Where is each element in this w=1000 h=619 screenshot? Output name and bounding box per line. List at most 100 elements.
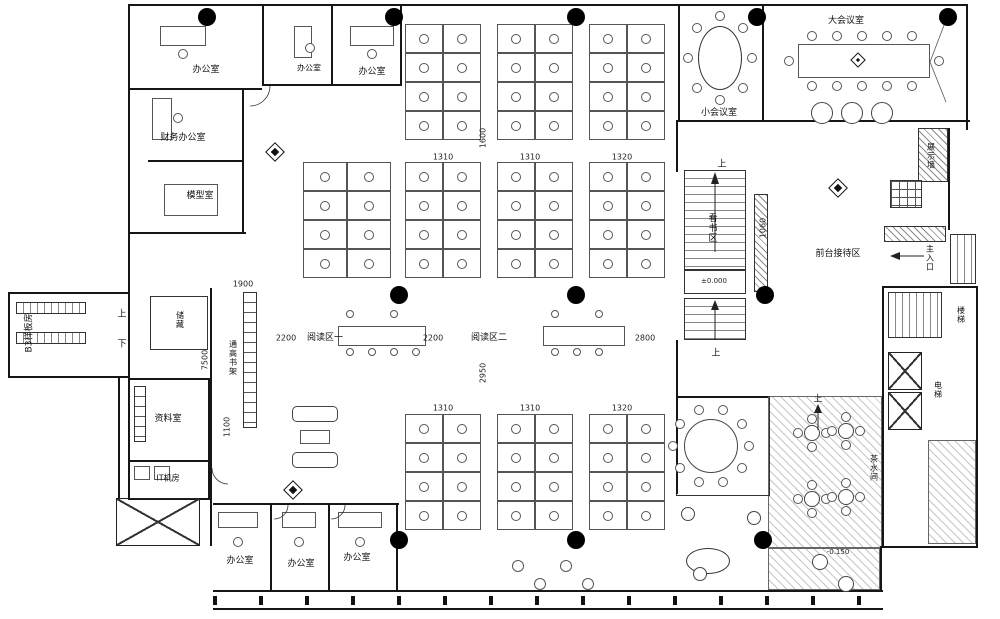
b3-escalator-1 bbox=[16, 302, 86, 314]
stool bbox=[390, 348, 398, 356]
stool bbox=[390, 310, 398, 318]
cafe-chair bbox=[841, 478, 851, 488]
office-chair bbox=[419, 229, 429, 240]
office-chair bbox=[641, 62, 651, 73]
meeting-chair bbox=[857, 81, 867, 91]
round-stool bbox=[841, 102, 863, 124]
office-chair bbox=[641, 258, 651, 269]
position-marker-dot bbox=[567, 531, 585, 549]
office-chair bbox=[355, 537, 365, 547]
office-chair bbox=[419, 171, 429, 182]
wall-tl-right bbox=[400, 4, 402, 86]
round-stool bbox=[871, 102, 893, 124]
sofa bbox=[292, 452, 338, 468]
plant bbox=[693, 567, 707, 581]
outdoor-deck bbox=[768, 548, 880, 590]
meeting-table-oval bbox=[698, 26, 742, 90]
room-label-reading1: 阅读区一 bbox=[306, 333, 344, 344]
office-chair bbox=[173, 113, 183, 123]
position-marker-dot bbox=[385, 8, 403, 26]
office-chair bbox=[641, 423, 651, 434]
office-chair bbox=[511, 481, 521, 492]
office-chair bbox=[511, 200, 521, 211]
office-chair bbox=[419, 258, 429, 269]
office-desk bbox=[294, 26, 312, 58]
label-stair: 楼梯 bbox=[956, 306, 966, 324]
room-label-archive: 资料室 bbox=[154, 414, 182, 425]
wall-bo-div1 bbox=[270, 503, 272, 592]
cafe-table bbox=[804, 491, 820, 507]
room-label-small-meeting: 小会议室 bbox=[700, 108, 738, 119]
dining-chair bbox=[668, 441, 678, 451]
reading-table bbox=[543, 326, 625, 346]
cafe-table bbox=[804, 425, 820, 441]
up-mark: 上 bbox=[813, 394, 823, 405]
dim-1060: 1060 bbox=[758, 217, 768, 239]
hex-stool bbox=[512, 560, 524, 572]
room-label-office: 办公室 bbox=[192, 65, 220, 76]
dining-chair bbox=[675, 418, 686, 429]
cafe-chair bbox=[807, 480, 817, 490]
office-chair bbox=[419, 91, 429, 102]
office-chair bbox=[603, 200, 613, 211]
cafe-chair bbox=[855, 426, 865, 436]
wall-leftcol-right bbox=[242, 90, 244, 234]
curved-sofa bbox=[686, 548, 730, 574]
office-chair bbox=[549, 481, 559, 492]
wall-bottom bbox=[213, 590, 883, 592]
office-desk bbox=[218, 512, 258, 528]
workstation-desk bbox=[497, 82, 535, 111]
plant bbox=[681, 507, 695, 521]
office-chair bbox=[603, 62, 613, 73]
room-storage bbox=[150, 296, 208, 350]
wall-open-right bbox=[676, 340, 678, 398]
meeting-chair bbox=[907, 31, 917, 41]
floor-medallion-icon bbox=[265, 142, 285, 162]
core-stair bbox=[888, 292, 942, 338]
terrace-columns bbox=[213, 596, 883, 605]
office-chair bbox=[511, 171, 521, 182]
dim-1900: 1900 bbox=[232, 279, 254, 289]
plant bbox=[747, 511, 761, 525]
position-marker-dot bbox=[939, 8, 957, 26]
meeting-chair bbox=[715, 11, 725, 21]
room-label-large-meeting: 大会议室 bbox=[827, 16, 865, 27]
office-chair bbox=[549, 120, 559, 131]
book-steps-landing bbox=[684, 270, 746, 294]
office-chair bbox=[367, 49, 377, 59]
office-chair bbox=[511, 33, 521, 44]
display-shelf bbox=[890, 180, 922, 208]
position-marker-dot bbox=[567, 286, 585, 304]
office-chair bbox=[320, 229, 330, 240]
dim-bot-1: 1310 bbox=[432, 403, 454, 413]
wall-round-room-top bbox=[676, 396, 768, 398]
position-marker-dot bbox=[390, 531, 408, 549]
stair-xbox-bottom-left bbox=[116, 498, 200, 546]
office-chair bbox=[603, 481, 613, 492]
entrance-steps bbox=[950, 234, 976, 284]
office-chair bbox=[603, 258, 613, 269]
office-chair bbox=[364, 258, 374, 269]
dining-chair bbox=[675, 463, 686, 474]
it-rack bbox=[154, 466, 170, 480]
office-chair bbox=[603, 452, 613, 463]
office-chair bbox=[178, 49, 188, 59]
office-chair bbox=[419, 120, 429, 131]
wall-left-mid bbox=[128, 232, 130, 294]
meeting-chair bbox=[737, 82, 748, 93]
stool bbox=[412, 348, 420, 356]
it-rack bbox=[134, 466, 150, 480]
workstation-desk bbox=[535, 191, 573, 220]
cafe-table bbox=[838, 489, 854, 505]
level-zero: ±0.000 bbox=[701, 277, 727, 285]
meeting-chair bbox=[832, 81, 842, 91]
office-chair bbox=[549, 91, 559, 102]
elevator-shaft-1 bbox=[888, 352, 922, 390]
cafe-chair bbox=[855, 492, 865, 502]
position-marker-dot bbox=[567, 8, 585, 26]
dining-chair bbox=[736, 463, 747, 474]
room-label-reception: 前台接待区 bbox=[815, 249, 861, 260]
wall-left-lower bbox=[118, 378, 120, 500]
meeting-chair bbox=[784, 56, 794, 66]
dining-chair bbox=[736, 418, 747, 429]
